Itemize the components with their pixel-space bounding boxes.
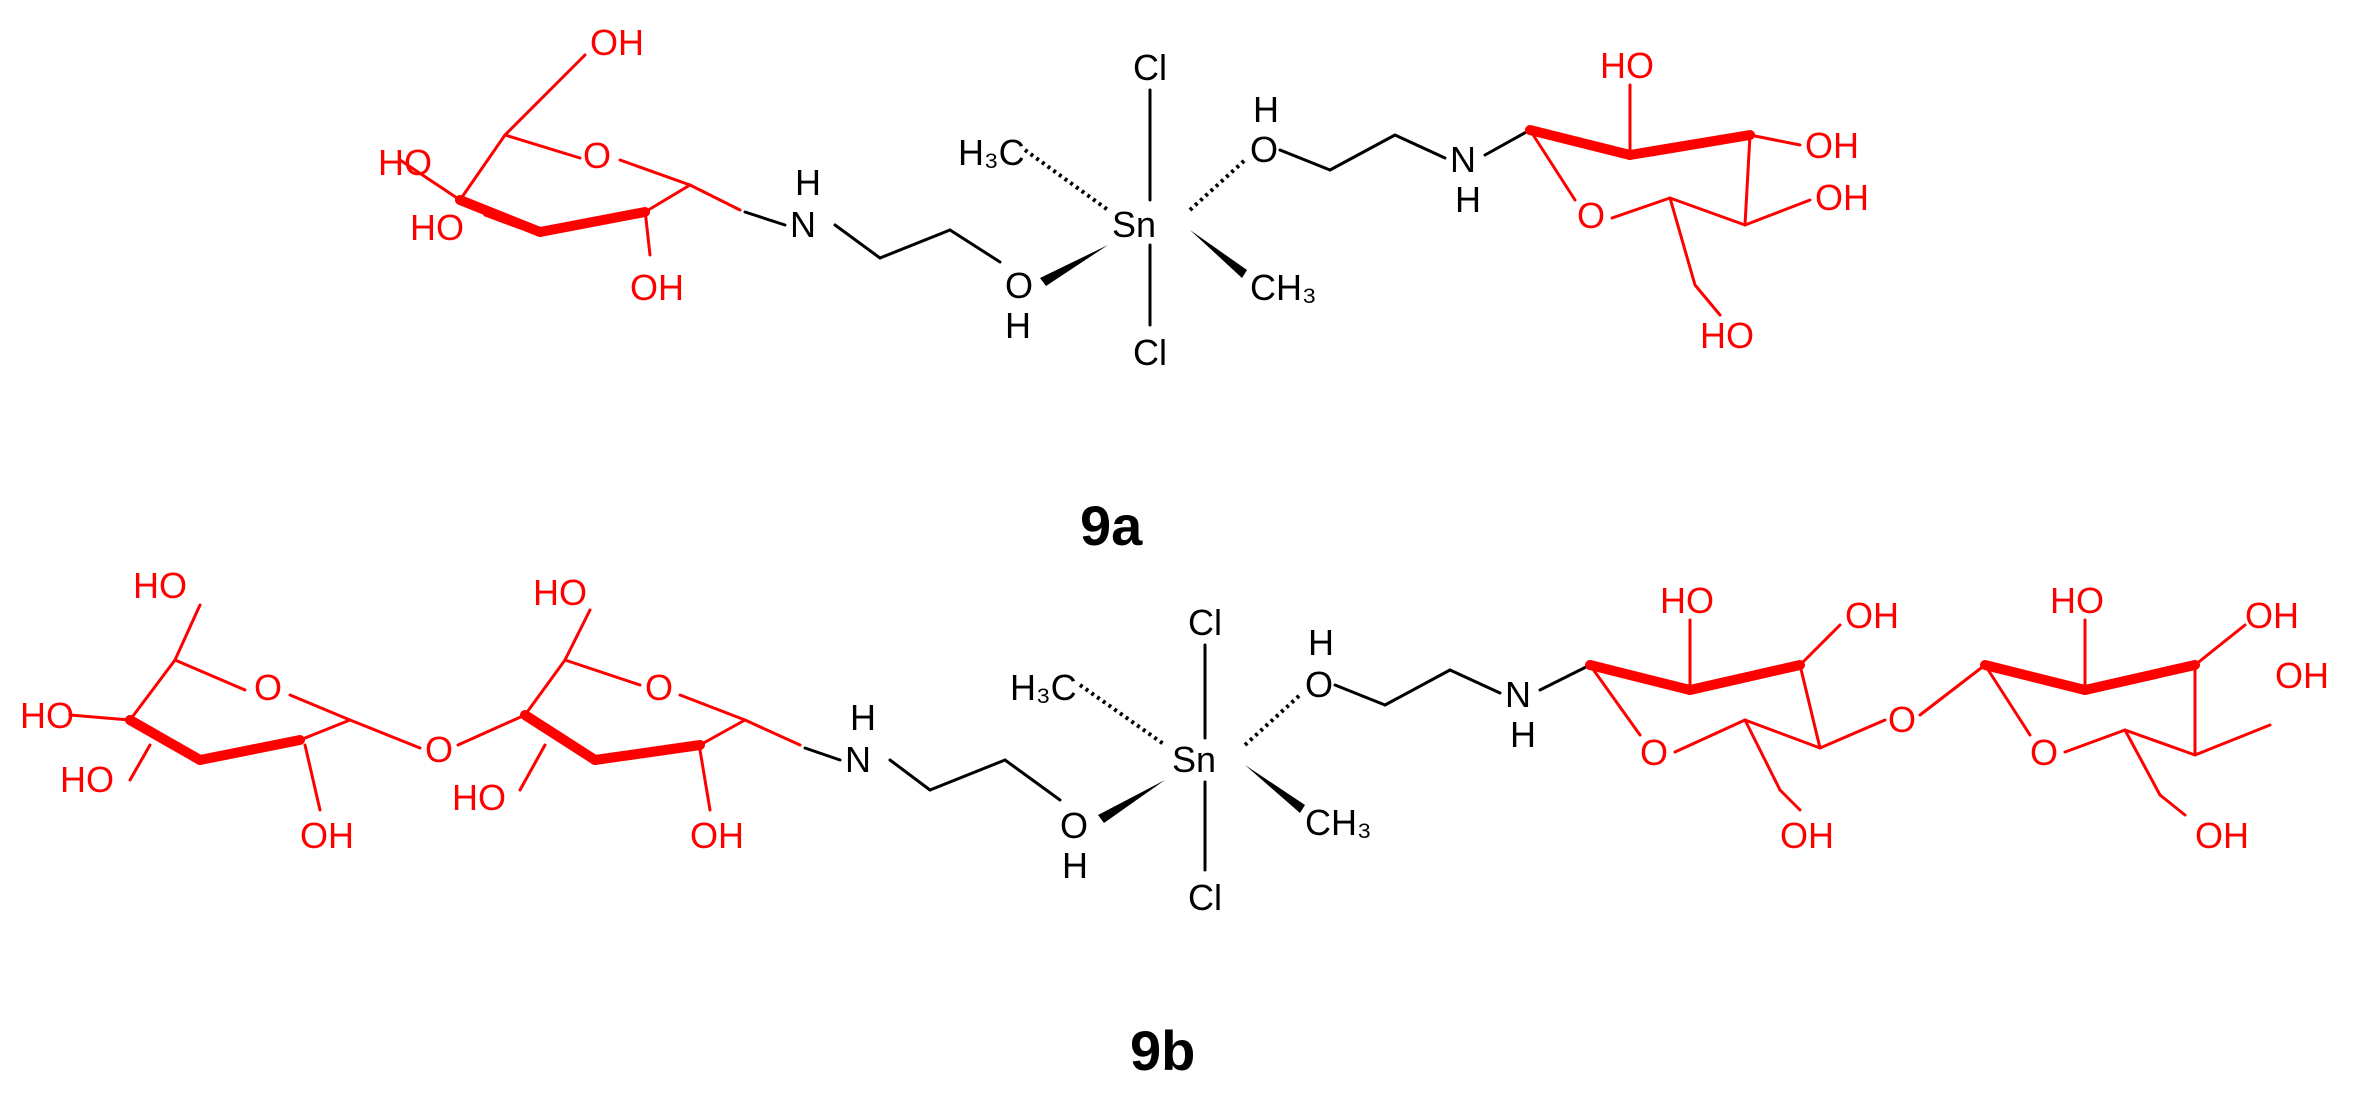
h-n-right-9a: H xyxy=(1455,179,1481,220)
cl-bottom-9b: Cl xyxy=(1188,877,1222,918)
sugar-rl-9b: O HO OH OH xyxy=(1585,580,1899,856)
sugar-right-9a-ring-o: O xyxy=(1577,195,1605,236)
glyco-o-left-9b: O xyxy=(425,729,453,770)
sugar-right-9a-oh2: OH xyxy=(1815,177,1869,218)
sugar-ll-9b-oh1: HO xyxy=(20,695,74,736)
sugar-rr-9b-oh3: OH xyxy=(2195,815,2249,856)
n-right-9a: N xyxy=(1450,139,1476,180)
cl-top-9a: Cl xyxy=(1133,47,1167,88)
sugar-lr-9b-ring-o: O xyxy=(645,667,673,708)
n-left-9a: N xyxy=(790,204,816,245)
sugar-rr-9b-ring-o: O xyxy=(2030,732,2058,773)
compound-label-9b: 9b xyxy=(1130,1019,1195,1082)
compound-label-9a: 9a xyxy=(1080,494,1143,557)
sn-9b: Sn xyxy=(1172,739,1216,780)
compound-9b: HO HO HO OH O O HO HO OH O xyxy=(20,565,2329,1082)
sugar-lr-9b-oh-top: HO xyxy=(533,572,587,613)
cl-bottom-9a: Cl xyxy=(1133,332,1167,373)
h-n-left-9a: H xyxy=(795,162,821,203)
h-n-left-9b: H xyxy=(850,697,876,738)
sugar-rl-9b-ring-o: O xyxy=(1640,732,1668,773)
h-o-left-9a: H xyxy=(1005,305,1031,346)
sugar-right-9a-oh3: HO xyxy=(1700,315,1754,356)
methyl-right-9b: CH₃ xyxy=(1305,802,1372,843)
sugar-ll-9b-ring-o: O xyxy=(254,667,282,708)
sugar-left-9a-ring-o: O xyxy=(583,135,611,176)
sugar-right-9a-oh-top: HO xyxy=(1600,45,1654,86)
sugar-rl-9b-oh3: OH xyxy=(1780,815,1834,856)
methyl-right-9a: CH₃ xyxy=(1250,267,1317,308)
n-left-9b: N xyxy=(845,739,871,780)
o-left-9b: O xyxy=(1060,805,1088,846)
sugar-ll-9b-oh-top: HO xyxy=(133,565,187,606)
sugar-ll-9b: HO HO HO OH O xyxy=(20,565,422,856)
methyl-left-9b: H₃C xyxy=(1010,667,1077,708)
sugar-right-9a: O HO OH OH HO xyxy=(1525,45,1869,356)
methyl-left-9a: H₃C xyxy=(958,132,1025,173)
sugar-left-9a-oh2: HO xyxy=(410,207,464,248)
sugar-ll-9b-oh2: HO xyxy=(60,759,114,800)
h-n-right-9b: H xyxy=(1510,714,1536,755)
sugar-ll-9b-oh3: OH xyxy=(300,815,354,856)
sugar-rr-9b: O HO OH OH OH xyxy=(1980,580,2329,856)
sugar-rr-9b-oh-top: HO xyxy=(2050,580,2104,621)
cl-top-9b: Cl xyxy=(1188,602,1222,643)
sn-9a: Sn xyxy=(1112,204,1156,245)
o-right-9a: O xyxy=(1250,129,1278,170)
sugar-rl-9b-oh1: OH xyxy=(1845,595,1899,636)
sugar-lr-9b-oh3: OH xyxy=(690,815,744,856)
n-right-9b: N xyxy=(1505,674,1531,715)
compound-9a: OH HO HO OH O N H O H Sn Cl Cl H₃C CH₃ O… xyxy=(378,22,1869,557)
sugar-right-9a-oh1: OH xyxy=(1805,125,1859,166)
h-o-left-9b: H xyxy=(1062,845,1088,886)
sugar-left-9a: OH HO HO OH O xyxy=(378,22,742,308)
sugar-lr-9b: HO HO OH O xyxy=(452,572,802,856)
sugar-rr-9b-oh2: OH xyxy=(2275,655,2329,696)
h-o-right-9a: H xyxy=(1253,89,1279,130)
sugar-left-9a-oh3: OH xyxy=(630,267,684,308)
o-right-9b: O xyxy=(1305,664,1333,705)
sugar-rr-9b-oh1: OH xyxy=(2245,595,2299,636)
sugar-left-9a-oh1: HO xyxy=(378,142,432,183)
o-left-9a: O xyxy=(1005,265,1033,306)
sugar-left-9a-oh-top: OH xyxy=(590,22,644,63)
sugar-rl-9b-oh-top: HO xyxy=(1660,580,1714,621)
glyco-o-right-9b: O xyxy=(1888,699,1916,740)
h-o-right-9b: H xyxy=(1308,622,1334,663)
sugar-lr-9b-oh2: HO xyxy=(452,777,506,818)
